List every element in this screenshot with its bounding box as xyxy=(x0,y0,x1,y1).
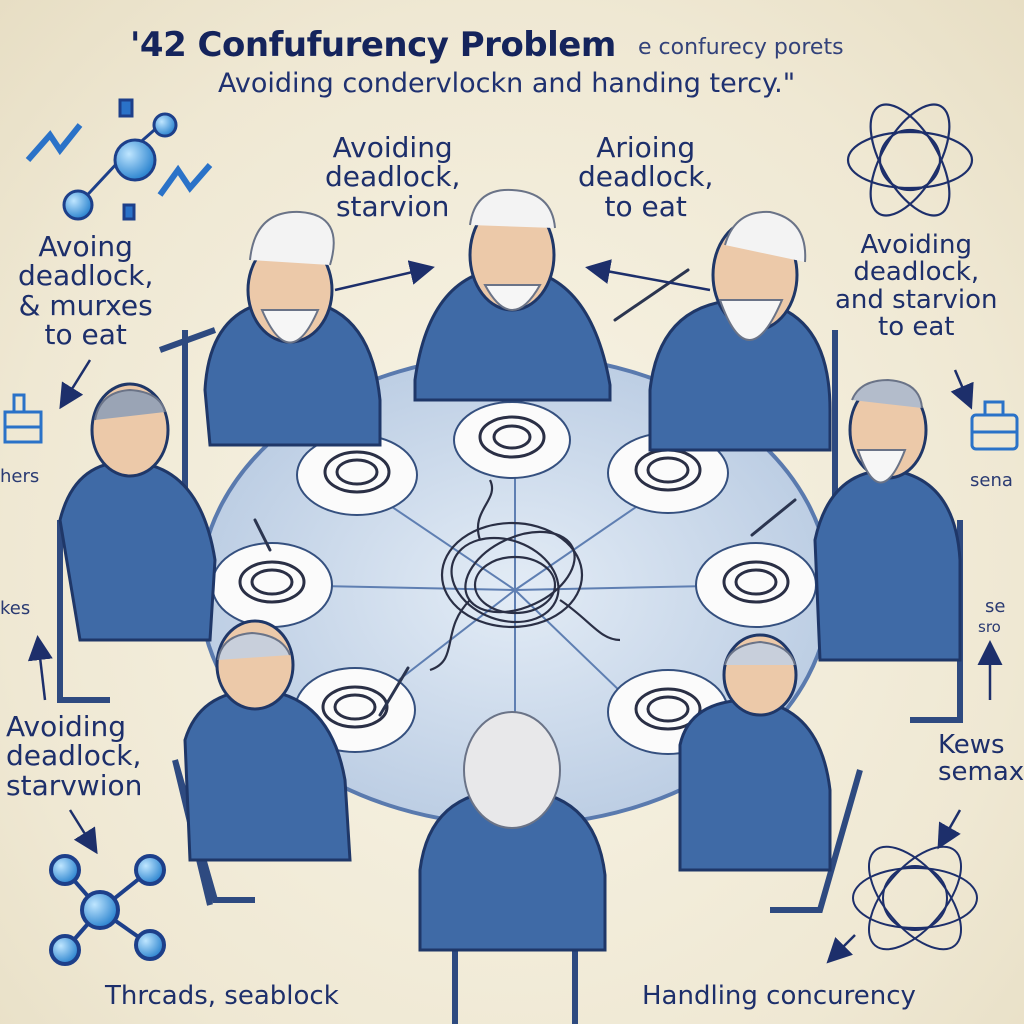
knot-icon xyxy=(846,103,974,217)
label-top-center-left: Avoiding deadlock, starvion xyxy=(325,131,461,223)
label-right-upper: Avoiding deadlock, and starvion to eat xyxy=(835,230,998,342)
label-line: & murxes xyxy=(18,288,153,322)
arrow-top-left xyxy=(334,260,435,292)
arrow-left-lower-down xyxy=(68,809,98,855)
arrow-top-right xyxy=(585,259,711,292)
label-line: to eat xyxy=(878,311,955,342)
label-left-lower: Avoiding deadlock, starvwion xyxy=(6,710,143,802)
plate-2 xyxy=(453,401,571,479)
label-line: deadlock, xyxy=(6,739,142,773)
arrow-left-lower-up xyxy=(27,635,53,701)
page-title: '42 Confufurency Problem xyxy=(130,25,616,65)
philosopher-lower-right xyxy=(678,633,832,872)
label-left-mid-b: kes xyxy=(0,598,31,619)
arrow-left-upper xyxy=(59,359,92,410)
philosopher-top-center xyxy=(413,188,612,402)
chair-left xyxy=(57,520,110,703)
label-line: Avoiding xyxy=(6,710,127,743)
knot-icon-bottom xyxy=(852,845,978,951)
plate-1 xyxy=(296,434,418,516)
label-line: Arioing xyxy=(596,131,696,164)
page-subtitle: Avoiding condervlockn and handing tercy.… xyxy=(218,68,796,99)
philosopher-upper-left xyxy=(203,210,382,447)
philosopher-front xyxy=(418,711,607,952)
central-spaghetti xyxy=(429,479,621,672)
label-line: Avoiding xyxy=(860,230,973,260)
philosophers xyxy=(58,188,962,952)
label-right-mid-a: sena xyxy=(970,470,1013,491)
label-line: Avoiding xyxy=(332,131,453,164)
label-line: deadlock, xyxy=(578,160,714,194)
molecule-icon xyxy=(49,854,166,966)
network-icon xyxy=(25,98,213,221)
label-top-center-right: Arioing deadlock, to eat xyxy=(578,131,714,223)
device-icon-right xyxy=(970,400,1019,451)
footer-right: Handling concurency xyxy=(642,981,916,1011)
arrow-bottom-right xyxy=(826,934,856,964)
label-line: deadlock, xyxy=(853,257,980,288)
label-line: to eat xyxy=(44,318,127,352)
label-left-upper: Avoing deadlock, & murxes to eat xyxy=(18,232,153,350)
arrow-right-upper xyxy=(950,369,974,410)
label-line: starvion xyxy=(335,189,450,223)
philosopher-right xyxy=(813,378,962,662)
label-left-mid-a: hers xyxy=(0,466,40,487)
label-line: deadlock, xyxy=(18,259,154,293)
label-right-mid-b: se xyxy=(985,596,1006,617)
label-line: deadlock, xyxy=(325,160,461,194)
label-line: Avoing xyxy=(38,230,133,263)
philosopher-left xyxy=(58,382,217,642)
label-right-mid-c: sro xyxy=(978,618,1001,636)
plate-7 xyxy=(211,542,333,628)
label-line: to eat xyxy=(604,189,687,223)
plate-3 xyxy=(607,432,729,514)
arrow-right-lower xyxy=(937,809,962,850)
label-line: semaxe xyxy=(938,757,1024,788)
title-tagline: e confurecy porets xyxy=(638,35,844,60)
philosopher-upper-right xyxy=(648,210,832,452)
arrows xyxy=(27,259,1003,964)
device-icon-left xyxy=(3,393,43,444)
plate-4 xyxy=(695,542,817,628)
label-line: starvwion xyxy=(6,768,143,802)
label-line: Kews xyxy=(938,730,1005,760)
label-line: and starvion xyxy=(835,284,998,315)
label-right-lower: Kews semaxe xyxy=(938,730,1024,788)
footer-left: Thrcads, seablock xyxy=(105,981,339,1011)
chair-right-lower xyxy=(770,769,863,913)
philosopher-lower-left xyxy=(183,619,352,862)
